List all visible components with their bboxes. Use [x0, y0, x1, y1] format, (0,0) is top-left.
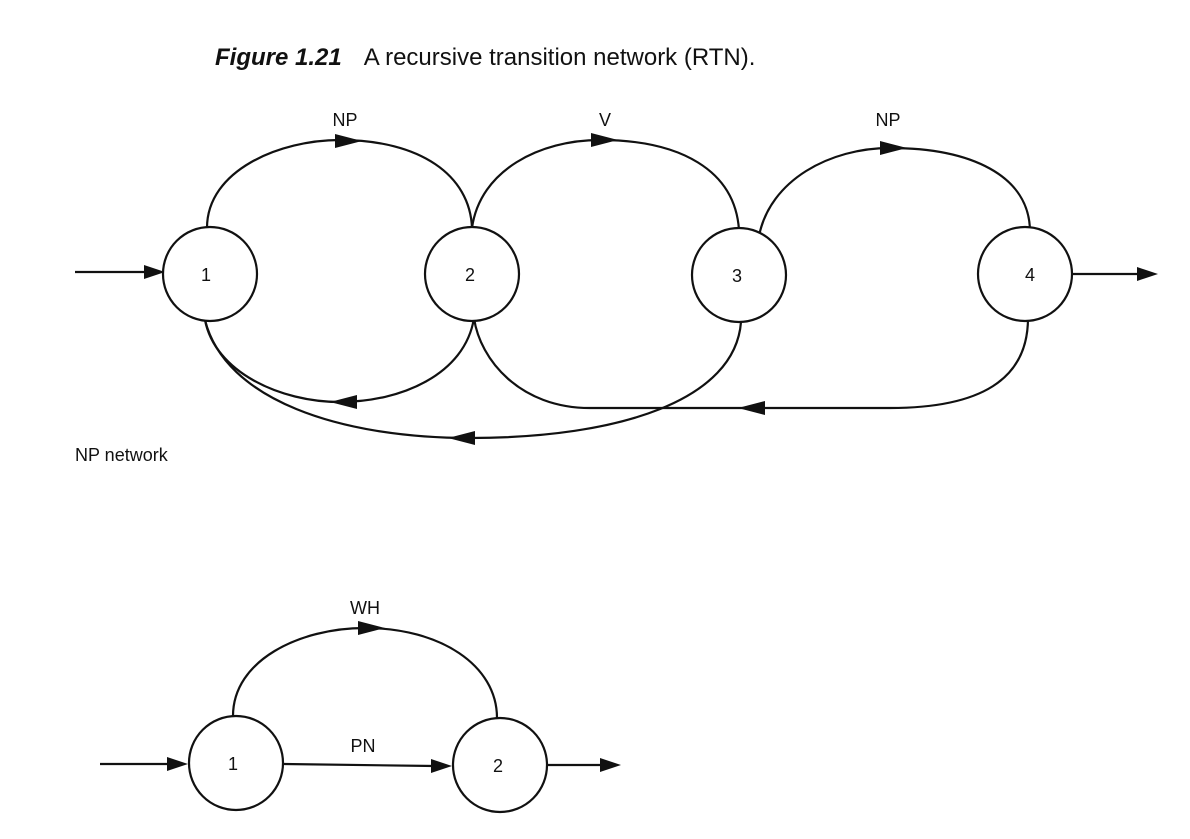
figure-number: Figure 1.21	[215, 44, 342, 71]
np-state-label-2: 2	[493, 756, 503, 776]
arc-label-v: V	[599, 110, 611, 130]
np-entry-arrowhead	[167, 757, 188, 771]
arc-1-2-np	[205, 138, 474, 229]
arc-4-2-arrowhead	[738, 401, 765, 415]
arc-3-1-bottom	[203, 319, 743, 440]
np-arc-pn-arrowhead	[431, 759, 452, 773]
np-arc-pn	[283, 762, 435, 768]
np-arc-wh-arrowhead	[358, 621, 385, 635]
entry-arrowhead	[144, 265, 165, 279]
arc-2-3-v	[470, 138, 741, 231]
np-arc-wh	[231, 626, 499, 719]
arc-2-1-arrowhead	[330, 395, 357, 409]
np-exit-arrowhead	[600, 758, 621, 772]
np-arc-label-pn: PN	[350, 736, 375, 756]
arc-label-np-2: NP	[875, 110, 900, 130]
exit-arrowhead	[1137, 267, 1158, 281]
figure-title: A recursive transition network (RTN).	[363, 44, 756, 71]
arc-4-2-bottom	[472, 317, 1030, 410]
state-label-2: 2	[465, 265, 475, 285]
np-state-label-1: 1	[228, 754, 238, 774]
state-node-4: 4	[976, 225, 1074, 323]
np-arc-label-wh: WH	[350, 598, 380, 618]
arc-2-1-bottom	[203, 317, 476, 404]
arc-2-3-arrowhead	[591, 133, 618, 147]
arc-1-2-arrowhead	[335, 134, 362, 148]
state-node-1: 1	[161, 225, 259, 323]
state-node-3: 3	[690, 226, 788, 324]
state-node-2: 2	[423, 225, 521, 323]
arc-3-4-arrowhead	[880, 141, 907, 155]
np-network-label: NP network	[75, 445, 168, 465]
figure-caption: Figure 1.21 A recursive transition networ…	[215, 44, 755, 72]
state-label-3: 3	[732, 266, 742, 286]
arc-label-np-1: NP	[332, 110, 357, 130]
state-label-4: 4	[1025, 265, 1035, 285]
np-state-node-2: 2	[451, 716, 549, 814]
arc-3-4-np	[757, 146, 1032, 237]
np-state-node-1: 1	[187, 714, 285, 812]
arc-3-1-arrowhead	[448, 431, 475, 445]
state-label-1: 1	[201, 265, 211, 285]
